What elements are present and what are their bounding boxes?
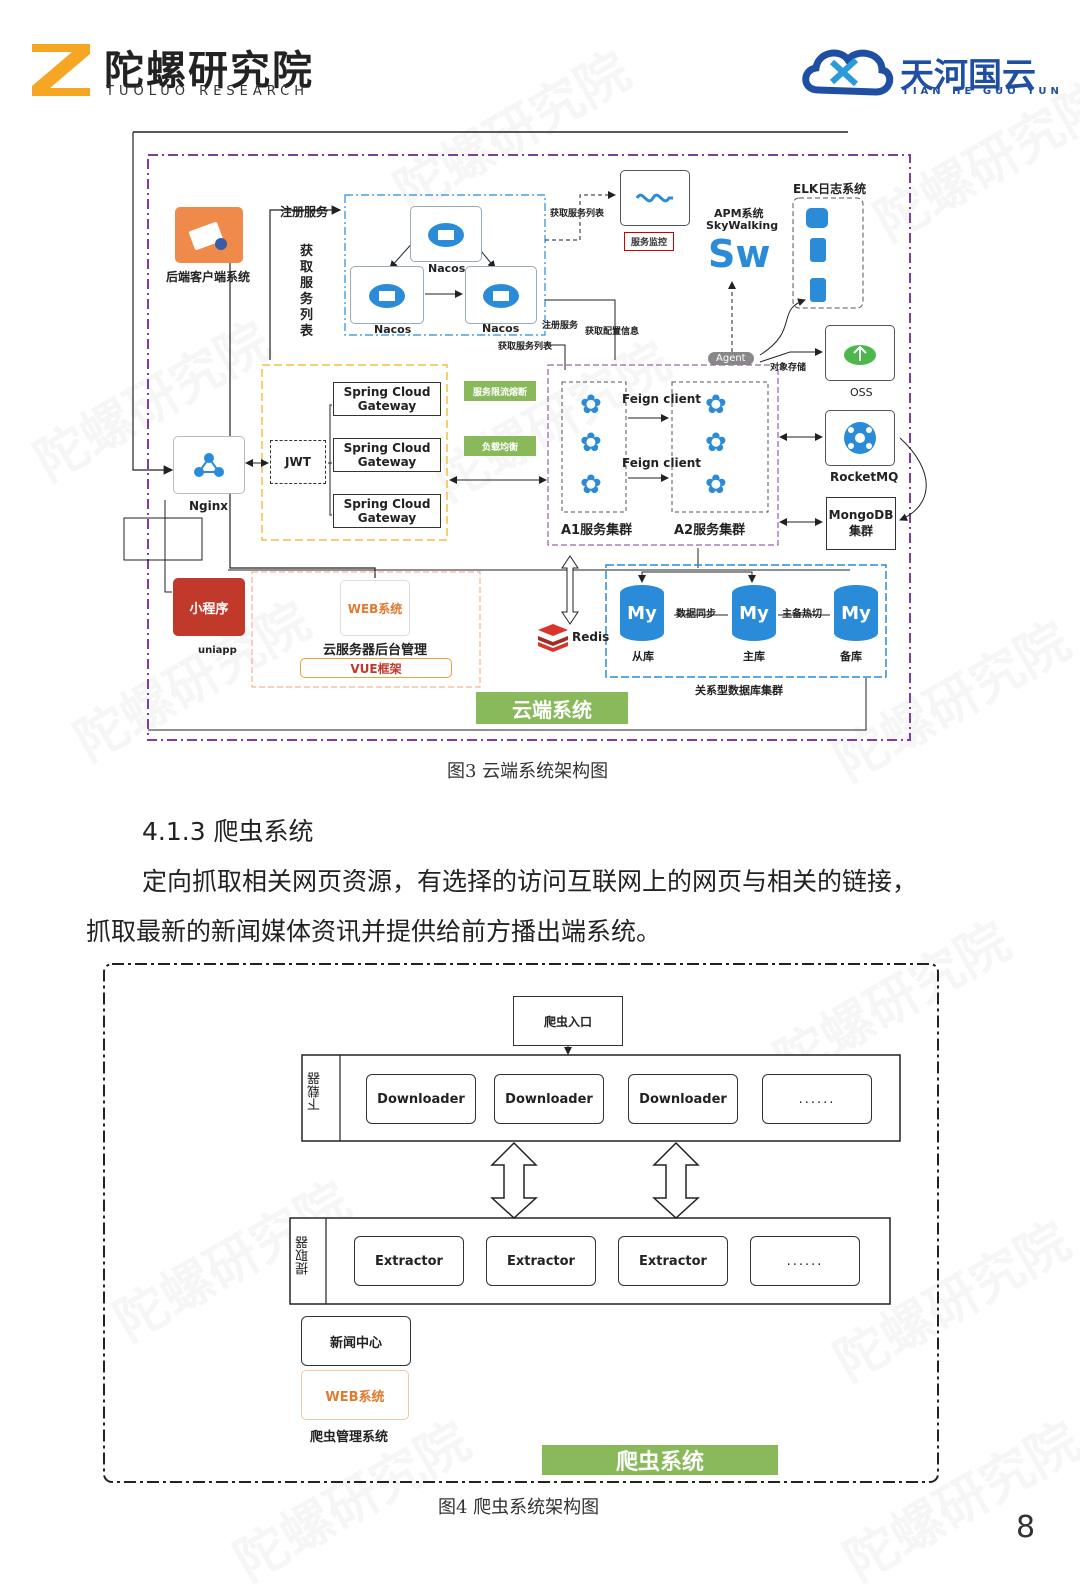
nacos-node [465,266,537,324]
nacos-node [410,206,482,262]
monitor-icon [620,170,690,226]
cloud-system-label: 云端系统 [476,692,628,724]
mongodb-box: MongoDB 集群 [826,497,896,550]
extractor-group-label: 提取器 [296,1236,311,1275]
extractor-box: Extractor [486,1236,596,1286]
feign-client-label: Feign client [622,392,702,406]
backup-label: 备库 [840,650,862,663]
db-cluster-label: 关系型数据库集群 [695,684,783,697]
partner-name: 天河国云 [900,56,1036,96]
master-label: 主库 [743,650,765,663]
gateway-box: Spring Cloud Gateway [333,382,441,416]
a1-cluster-label: A1服务集群 [561,523,633,538]
mysql-slave-icon: My [620,585,664,641]
oss-icon [825,325,895,381]
downloader-box: Downloader [494,1074,604,1124]
web-system-box: WEB系统 [340,580,410,636]
data-sync-label: 数据同步 [676,609,716,620]
backend-client-label: 后端客户端系统 [166,270,251,284]
rocketmq-label: RocketMQ [830,470,899,484]
search-icon [806,208,828,228]
load-balance-tag: 负载均衡 [464,436,536,456]
section-paragraph-line1: 定向抓取相关网页资源，有选择的访问互联网上的网页与相关的链接， [142,867,918,896]
uniapp-label: uniapp [198,645,237,656]
rocketmq-icon [825,410,895,466]
apm-title: APM系统 [714,207,764,220]
section-heading: 4.1.3 爬虫系统 [142,817,314,846]
register-service-label-2: 注册服务 [542,321,579,331]
skywalking-logo: Sw [708,232,771,276]
extractor-box: Extractor [618,1236,728,1286]
gear-icon: ✿ [580,390,602,420]
object-storage-label: 对象存储 [770,363,807,373]
brand-name: 陀螺研究院 [104,48,314,94]
cloud-admin-label: 云服务器后台管理 [323,643,428,658]
partner-name-en: TIAN HE GUO YUN [902,86,1063,97]
get-service-list-label-2: 获取服务列表 [498,342,553,352]
failover-label: 主备热切 [782,609,822,620]
nacos-label: Nacos [428,262,466,275]
extractor-more-box: ...... [750,1236,860,1286]
gear-icon: ✿ [580,470,602,500]
page-number: 8 [1016,1510,1036,1545]
figure4-caption: 图4 爬虫系统架构图 [438,1497,600,1518]
gateway-box: Spring Cloud Gateway [333,494,441,528]
nginx-icon [173,436,245,494]
database-icon [810,278,826,302]
service-monitor-label: 服务监控 [624,232,675,251]
nacos-node [350,266,424,324]
register-service-label: 注册服务 [280,205,329,219]
get-service-list-vertical-label: 获取服务列表 [300,244,314,339]
partner-logo-icon [798,42,894,104]
gear-icon: ✿ [705,470,727,500]
figure3-connectors [123,131,927,741]
gear-icon: ✿ [705,428,727,458]
get-service-list-label: 获取服务列表 [550,209,605,219]
crawler-entry-box: 爬虫入口 [513,996,623,1046]
feign-client-label: Feign client [622,456,702,470]
downloader-more-box: ...... [762,1074,872,1124]
gateway-box: Spring Cloud Gateway [333,438,441,472]
mini-program-box: 小程序 [173,578,245,636]
crawler-system-label: 爬虫系统 [542,1445,778,1475]
elk-title: ELK日志系统 [793,182,867,196]
nacos-label: Nacos [374,323,412,336]
redis-icon [536,622,570,652]
redis-label: Redis [572,630,610,644]
slave-label: 从库 [632,650,654,663]
downloader-group-label: 下载器 [308,1072,323,1111]
extractor-box: Extractor [354,1236,464,1286]
mysql-backup-icon: My [834,585,878,641]
mysql-master-icon: My [732,585,776,641]
section-paragraph-line2: 抓取最新的新闻媒体资讯并提供给前方播出端系统。 [86,917,662,946]
apm-name: SkyWalking [706,219,779,232]
downloader-box: Downloader [366,1074,476,1124]
nginx-label: Nginx [189,499,229,513]
brand-logo-icon [28,40,98,100]
get-config-label: 获取配置信息 [585,327,640,337]
agent-badge: Agent [708,352,754,365]
news-center-box: 新闻中心 [301,1316,411,1366]
gear-icon: ✿ [580,428,602,458]
rate-limit-tag: 服务限流熔断 [464,381,536,401]
gear-icon: ✿ [705,390,727,420]
crawler-admin-label: 爬虫管理系统 [310,1430,389,1445]
server-icon [175,207,243,263]
brand-name-en: TUOLUO RESEARCH [106,84,310,99]
jwt-box: JWT [270,440,326,484]
database-icon [810,238,826,262]
vue-framework-box: VUE框架 [300,658,452,678]
crawler-web-system-box: WEB系统 [301,1370,409,1420]
oss-label: OSS [850,386,873,399]
nacos-label: Nacos [482,322,520,335]
a2-cluster-label: A2服务集群 [674,523,746,538]
downloader-box: Downloader [628,1074,738,1124]
figure3-caption: 图3 云端系统架构图 [447,761,609,782]
